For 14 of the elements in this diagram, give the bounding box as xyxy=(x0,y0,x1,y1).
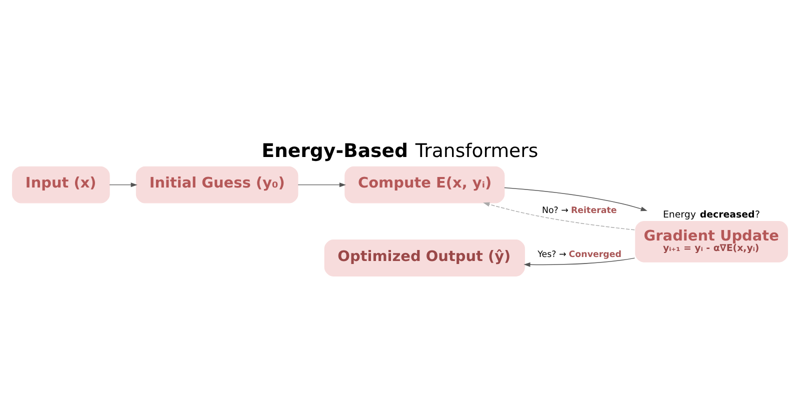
node-box: Compute E(x, yᵢ) xyxy=(344,166,505,204)
arrow xyxy=(298,182,346,188)
arrow xyxy=(524,258,636,267)
node-label: Energy decreased? xyxy=(662,210,760,221)
arrow xyxy=(504,187,648,212)
edge-label: No? → Reiterate xyxy=(542,206,617,216)
arrow xyxy=(109,182,138,188)
edge-label: Yes? → Converged xyxy=(538,250,622,260)
node-box: Gradient Update yᵢ₊₁ = yᵢ - α∇E(x,yᵢ) xyxy=(635,221,788,262)
diagram-title: Energy-Based Transformers xyxy=(262,141,538,162)
node-box: Initial Guess (y₀) xyxy=(136,166,298,204)
arrow xyxy=(483,202,635,230)
node-box: Optimized Output (ŷ) xyxy=(324,240,525,276)
node-box: Input (x) xyxy=(12,166,110,204)
